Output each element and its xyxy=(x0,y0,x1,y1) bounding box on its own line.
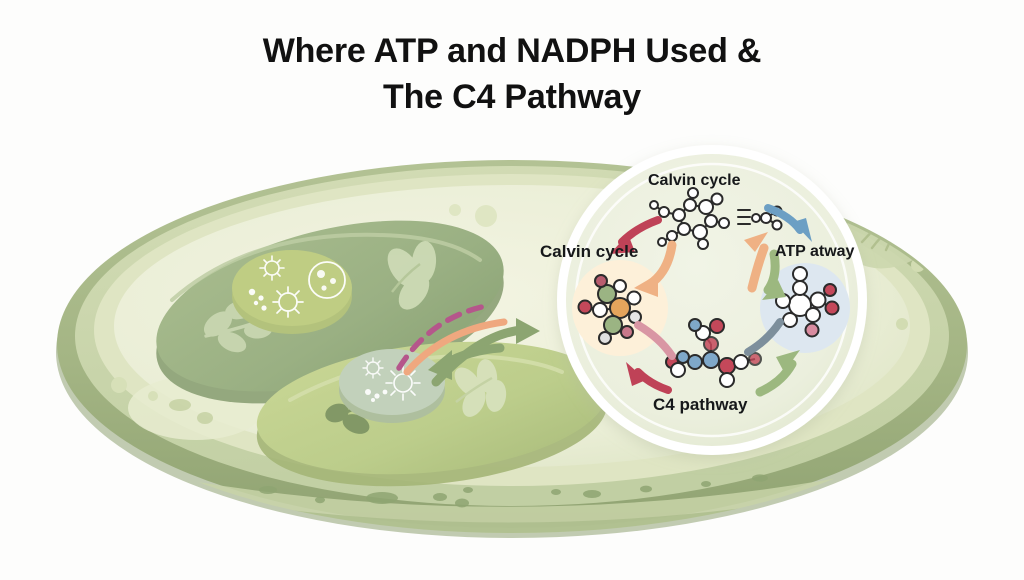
crimson-arrow-top-left xyxy=(610,216,662,254)
vacuole-granule xyxy=(169,399,191,411)
small-vesicle xyxy=(896,318,908,330)
starburst-icon xyxy=(362,357,384,379)
molecule-dots-icon xyxy=(365,389,388,402)
molecule-atp xyxy=(775,266,840,338)
small-vesicle xyxy=(111,377,127,393)
green-arrow-bottom-right xyxy=(755,350,800,397)
dashed-magenta-arrow xyxy=(396,303,489,371)
inset-content xyxy=(572,187,850,397)
pink-arrow-left-down xyxy=(634,321,676,360)
grana-disc-upper xyxy=(232,250,352,334)
molecule-c4-acid xyxy=(665,318,762,388)
small-vesicle xyxy=(449,204,461,216)
orange-arrow-up-right xyxy=(744,232,769,293)
molecule-calvin-intermediate xyxy=(577,274,642,345)
chloroplast-upper-highlight xyxy=(170,232,482,302)
inset-label-calvin-cycle-left: Calvin cycle xyxy=(540,242,639,261)
inset-label-calvin-cycle-top: Calvin cycle xyxy=(648,172,741,189)
green-arrow-down-right xyxy=(762,249,786,300)
leaf-cluster-icon xyxy=(454,359,507,417)
orange-arrow-down-left xyxy=(634,240,677,297)
chloroplast-lower xyxy=(256,341,608,487)
small-vesicle xyxy=(148,391,158,401)
membrane-granules xyxy=(259,474,768,508)
orange-transport-arrow xyxy=(403,318,508,376)
starburst-icon xyxy=(272,286,304,318)
vacuole-granule xyxy=(197,412,213,424)
small-vesicle xyxy=(475,205,497,227)
inset-cycle-arrows xyxy=(610,204,812,397)
sun-icon xyxy=(385,365,421,401)
inset-magnifier xyxy=(557,145,867,455)
leaf-cluster-icon xyxy=(387,241,437,310)
starburst-icon xyxy=(259,255,285,281)
blue-arrow-top-right xyxy=(764,204,812,242)
grana-disc-lower xyxy=(339,349,445,423)
crimson-arrow-bottom-left xyxy=(626,362,672,394)
molecule-dots-icon xyxy=(248,288,267,311)
transport-arrows xyxy=(396,303,540,387)
vesicle-cluster-icon xyxy=(308,261,346,299)
equivalence-symbol xyxy=(737,209,751,225)
inset-label-atp-pathway: ATP atway xyxy=(775,243,855,260)
molecule-ring-sugar xyxy=(649,187,730,250)
green-arrow-down-left xyxy=(428,343,505,380)
inset-label-c4-pathway: C4 pathway xyxy=(653,395,748,414)
slate-arrow-right-up xyxy=(744,318,784,356)
